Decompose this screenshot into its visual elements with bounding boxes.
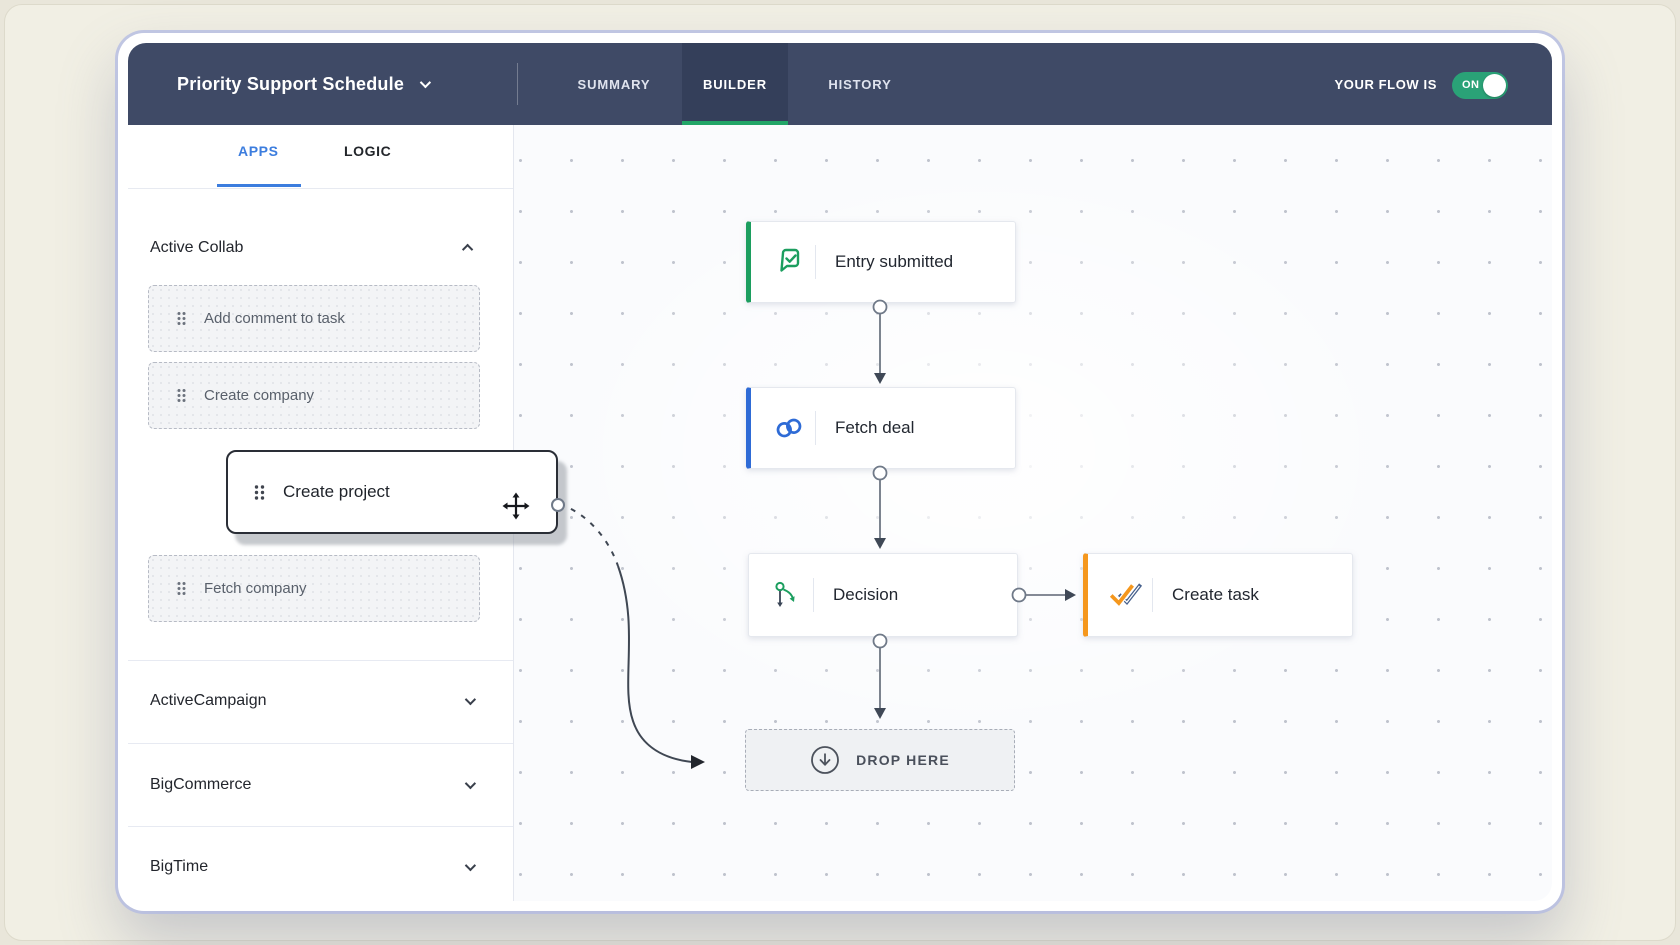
node-label: Fetch deal [835, 418, 915, 437]
node-label: Entry submitted [835, 252, 954, 271]
chevron-down-icon [464, 859, 477, 872]
app-section-active-collab[interactable]: Active Collab [128, 224, 513, 272]
drag-handle-icon [177, 582, 186, 595]
flow-title-dropdown[interactable]: Priority Support Schedule [177, 43, 432, 125]
crm-rings-icon [772, 411, 806, 445]
action-item-add-comment[interactable]: Add comment to task [148, 285, 480, 352]
toggle-on-label: ON [1462, 79, 1480, 91]
node-divider [813, 578, 814, 612]
tab-apps[interactable]: APPS [238, 143, 279, 159]
drop-zone-label: DROP HERE [856, 752, 950, 768]
flow-node-entry-submitted[interactable]: Entry submitted [746, 221, 1016, 303]
flow-node-fetch-deal[interactable]: Fetch deal [746, 387, 1016, 469]
canvas-glow [514, 125, 1552, 901]
flow-node-decision[interactable]: Decision [748, 553, 1018, 637]
action-item-create-company[interactable]: Create company [148, 362, 480, 429]
app-section-label: Active Collab [150, 239, 244, 256]
divider [128, 826, 513, 827]
flow-title: Priority Support Schedule [177, 73, 405, 94]
drop-zone[interactable]: DROP HERE [745, 729, 1015, 791]
form-entry-icon [772, 245, 806, 279]
action-item-label: Fetch company [204, 580, 307, 597]
drag-handle-icon [254, 484, 265, 500]
decision-branch-icon [770, 578, 804, 612]
tab-builder[interactable]: BUILDER [682, 43, 788, 125]
chevron-up-icon [461, 243, 474, 256]
connector-port[interactable] [551, 498, 565, 512]
toggle-knob [1483, 74, 1506, 97]
double-check-icon [1109, 578, 1143, 612]
action-item-fetch-company[interactable]: Fetch company [148, 555, 480, 622]
app-section-bigtime[interactable]: BigTime [128, 843, 513, 891]
app-section-label: ActiveCampaign [150, 692, 267, 709]
flow-canvas [514, 125, 1552, 901]
flow-on-toggle[interactable]: ON [1452, 72, 1508, 99]
app-section-activecampaign[interactable]: ActiveCampaign [128, 677, 513, 725]
move-cursor-icon [502, 492, 530, 520]
drag-handle-icon [177, 312, 186, 325]
tab-history[interactable]: HISTORY [828, 76, 892, 92]
node-divider [815, 411, 816, 445]
drop-arrow-icon [811, 746, 839, 774]
divider [128, 188, 513, 189]
action-item-label: Create company [204, 387, 315, 404]
tab-logic[interactable]: LOGIC [344, 143, 392, 159]
flow-status-label: YOUR FLOW IS [1334, 76, 1437, 92]
divider [128, 660, 513, 661]
app-section-label: BigCommerce [150, 776, 252, 793]
dragged-action-label: Create project [283, 482, 390, 501]
header-divider [517, 63, 518, 105]
chevron-down-icon [419, 76, 432, 89]
drag-handle-icon [177, 389, 186, 402]
action-item-label: Add comment to task [204, 310, 345, 327]
flow-node-create-task[interactable]: Create task [1083, 553, 1353, 637]
dragged-action-create-project[interactable]: Create project [226, 450, 565, 534]
chevron-down-icon [464, 777, 477, 790]
apps-sidebar: APPS LOGIC Active Collab Add comment to … [128, 125, 514, 901]
app-section-bigcommerce[interactable]: BigCommerce [128, 761, 513, 809]
node-label: Create task [1172, 585, 1259, 604]
node-divider [1152, 578, 1153, 612]
divider [128, 743, 513, 744]
app-header: Priority Support Schedule SUMMARY BUILDE… [128, 43, 1552, 125]
app-window: Priority Support Schedule SUMMARY BUILDE… [118, 33, 1562, 911]
chevron-down-icon [464, 693, 477, 706]
node-divider [815, 245, 816, 279]
apps-tab-underline [217, 184, 301, 187]
node-label: Decision [833, 585, 899, 604]
app-section-label: BigTime [150, 858, 209, 875]
tab-summary[interactable]: SUMMARY [577, 76, 651, 92]
